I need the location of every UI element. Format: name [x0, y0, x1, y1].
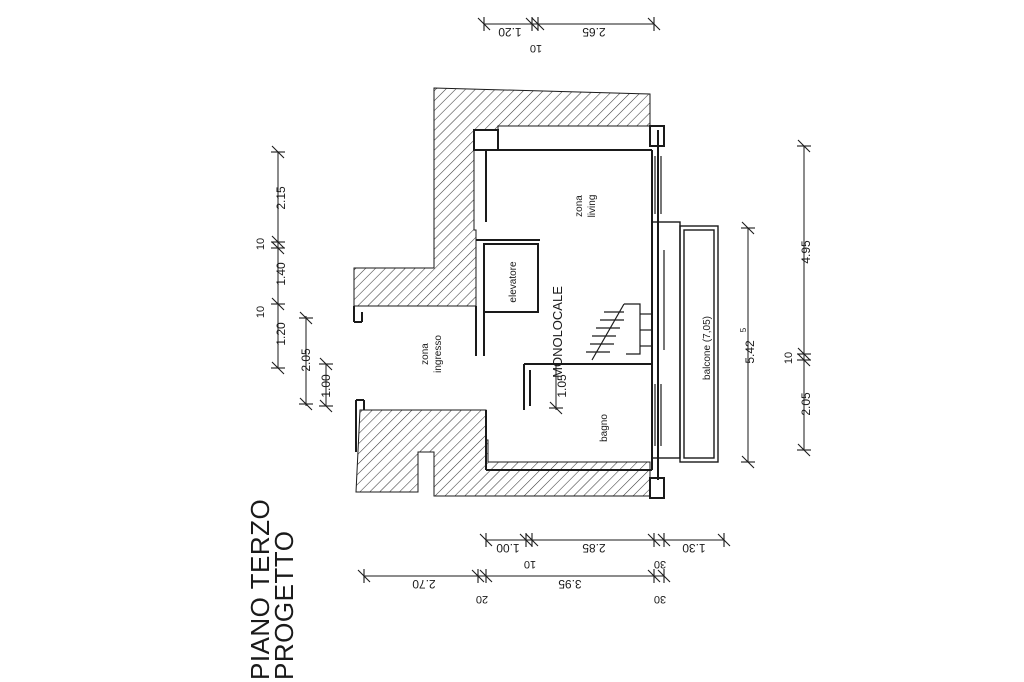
dim-right-1: 4.95 — [799, 240, 813, 264]
room-label-ingresso-line1: zona — [420, 343, 431, 365]
dimension-bottom-1: 1.00 2.85 1.30 10 30 — [479, 532, 731, 570]
dim-left-outer-1: 2.15 — [274, 186, 288, 210]
dim-bottom1-3: 1.30 — [682, 541, 706, 555]
room-label-living-line1: zona — [574, 195, 585, 217]
dim-bottom2-3: 20 — [476, 593, 488, 605]
dim-bottom1-4: 10 — [524, 558, 536, 570]
dim-bottom1-5: 30 — [654, 558, 666, 570]
dimension-bottom-2: 2.70 3.95 20 30 — [357, 568, 671, 605]
dim-bottom2-1: 2.70 — [412, 577, 436, 591]
dim-balcony: 5.42 — [743, 340, 757, 364]
room-label-monolocale: MONOLOCALE — [550, 286, 565, 378]
dim-bottom1-1: 1.00 — [496, 541, 520, 555]
plan-title: PIANO TERZO PROGETTO — [245, 499, 299, 680]
dim-bath: 1.05 — [555, 374, 569, 398]
room-labels: MONOLOCALE zona living zona ingresso ele… — [420, 195, 713, 442]
dim-top-1: 1.20 — [498, 25, 522, 39]
dimension-bath: 1.05 — [548, 364, 569, 415]
dim-left-inner-2: 2.05 — [299, 348, 313, 372]
windows — [654, 156, 665, 446]
dim-bottom2-4: 30 — [654, 593, 666, 605]
dim-top-3: 10 — [530, 42, 542, 54]
dimension-balcony: 5.42 5 — [739, 221, 757, 469]
dim-left-inner-4: 10 — [255, 306, 267, 318]
dim-left-inner-3: 1.00 — [319, 374, 333, 398]
room-label-ingresso-line2: ingresso — [433, 335, 444, 373]
dim-bottom2-2: 3.95 — [558, 577, 582, 591]
dim-left-inner-1: 1.20 — [274, 322, 288, 346]
dim-bottom1-2: 2.85 — [582, 541, 606, 555]
dim-right-3: 10 — [783, 352, 795, 364]
dimension-left-outer: 2.15 1.40 10 — [255, 145, 288, 375]
dimension-top: 1.20 2.65 10 — [477, 16, 661, 54]
plan-title-line2: PROGETTO — [269, 530, 299, 680]
room-label-living-line2: living — [587, 195, 598, 218]
balcony — [651, 221, 719, 463]
room-label-balcone: balcone (7,05) — [702, 316, 713, 380]
dim-balcony-sup: 5 — [739, 327, 748, 332]
dim-left-outer-3: 10 — [255, 238, 267, 250]
dimension-right: 4.95 2.05 10 — [783, 139, 813, 457]
room-label-bagno: bagno — [599, 414, 610, 442]
dimension-left-inner: 1.20 2.05 1.00 10 — [255, 304, 334, 413]
dim-top-2: 2.65 — [582, 25, 606, 39]
room-label-elevatore: elevatore — [508, 261, 519, 303]
dim-right-2: 2.05 — [799, 392, 813, 416]
stair — [586, 303, 652, 361]
dim-left-outer-2: 1.40 — [274, 262, 288, 286]
